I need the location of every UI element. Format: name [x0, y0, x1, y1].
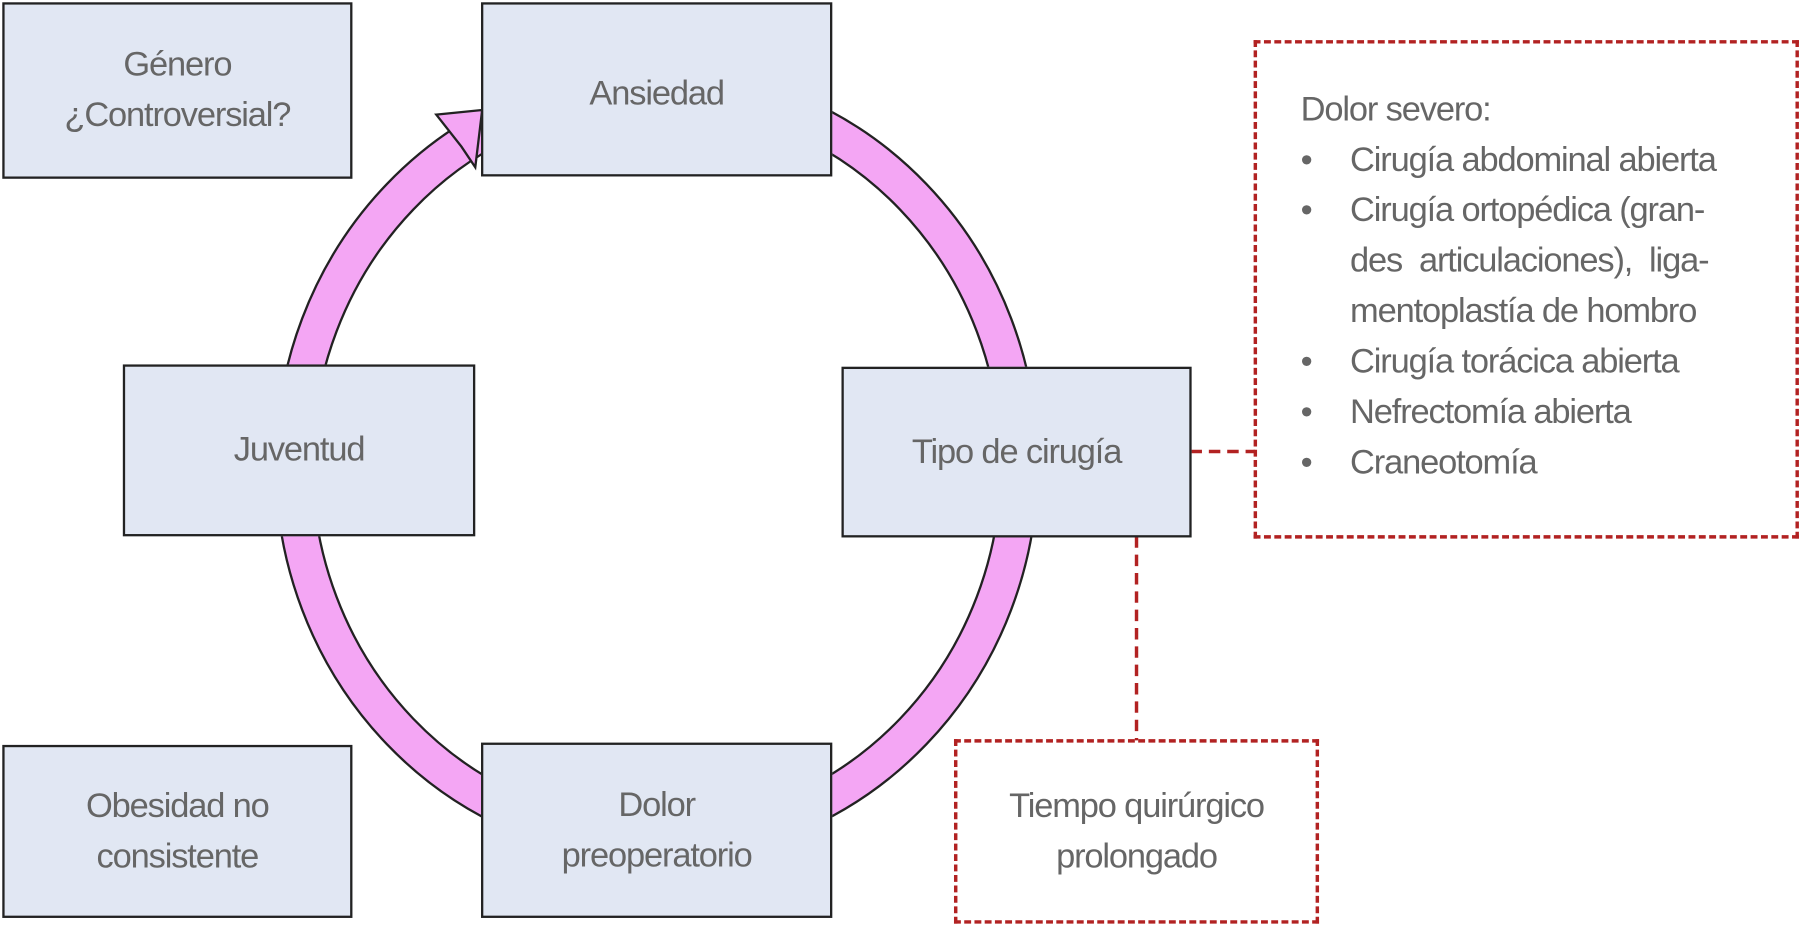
- list-item: Cirugía abdominal abierta: [1301, 135, 1717, 185]
- label: preoperatorio: [561, 836, 753, 874]
- box-obesidad: Obesidad no consistente: [2, 744, 353, 918]
- box-genero: Género ¿Controversial?: [2, 2, 353, 179]
- label: Tipo de cirugía: [911, 432, 1122, 471]
- label: consistente: [96, 837, 260, 875]
- line: des articulaciones), liga-: [1350, 241, 1710, 280]
- label: Dolor: [618, 785, 696, 824]
- box-dolor-preoperatorio: Dolor preoperatorio: [481, 742, 833, 918]
- list-item: Cirugía ortopédica (gran-des articulacio…: [1301, 186, 1716, 337]
- label: ¿Controversial?: [64, 96, 291, 135]
- severe-pain-list: Dolor severo: Cirugía abdominal abierta …: [1300, 85, 1717, 489]
- severe-title: Dolor severo:: [1300, 90, 1492, 129]
- box-juventud: Juventud: [122, 364, 476, 537]
- line: Cirugía ortopédica (gran-: [1350, 191, 1705, 230]
- label: Juventud: [233, 430, 366, 469]
- severe-pain-box: [1253, 40, 1799, 539]
- list-item: Cirugía torácica abierta: [1301, 337, 1716, 387]
- box-tiempo-quirurgico: Tiempo quirúrgico prolongado: [953, 739, 1320, 924]
- box-tipo-cirugia: Tipo de cirugía: [841, 366, 1192, 538]
- label: Obesidad no: [86, 786, 270, 825]
- label: Género: [123, 45, 232, 84]
- label: Tiempo quirúrgico: [1009, 786, 1265, 825]
- list-item: Nefrectomía abierta: [1301, 387, 1716, 437]
- list-item: Craneotomía: [1301, 438, 1716, 488]
- label: prolongado: [1056, 837, 1218, 875]
- box-ansiedad: Ansiedad: [481, 2, 833, 177]
- line: mentoplastía de hombro: [1350, 292, 1697, 331]
- arrowhead: [434, 108, 484, 171]
- label: Ansiedad: [589, 74, 725, 113]
